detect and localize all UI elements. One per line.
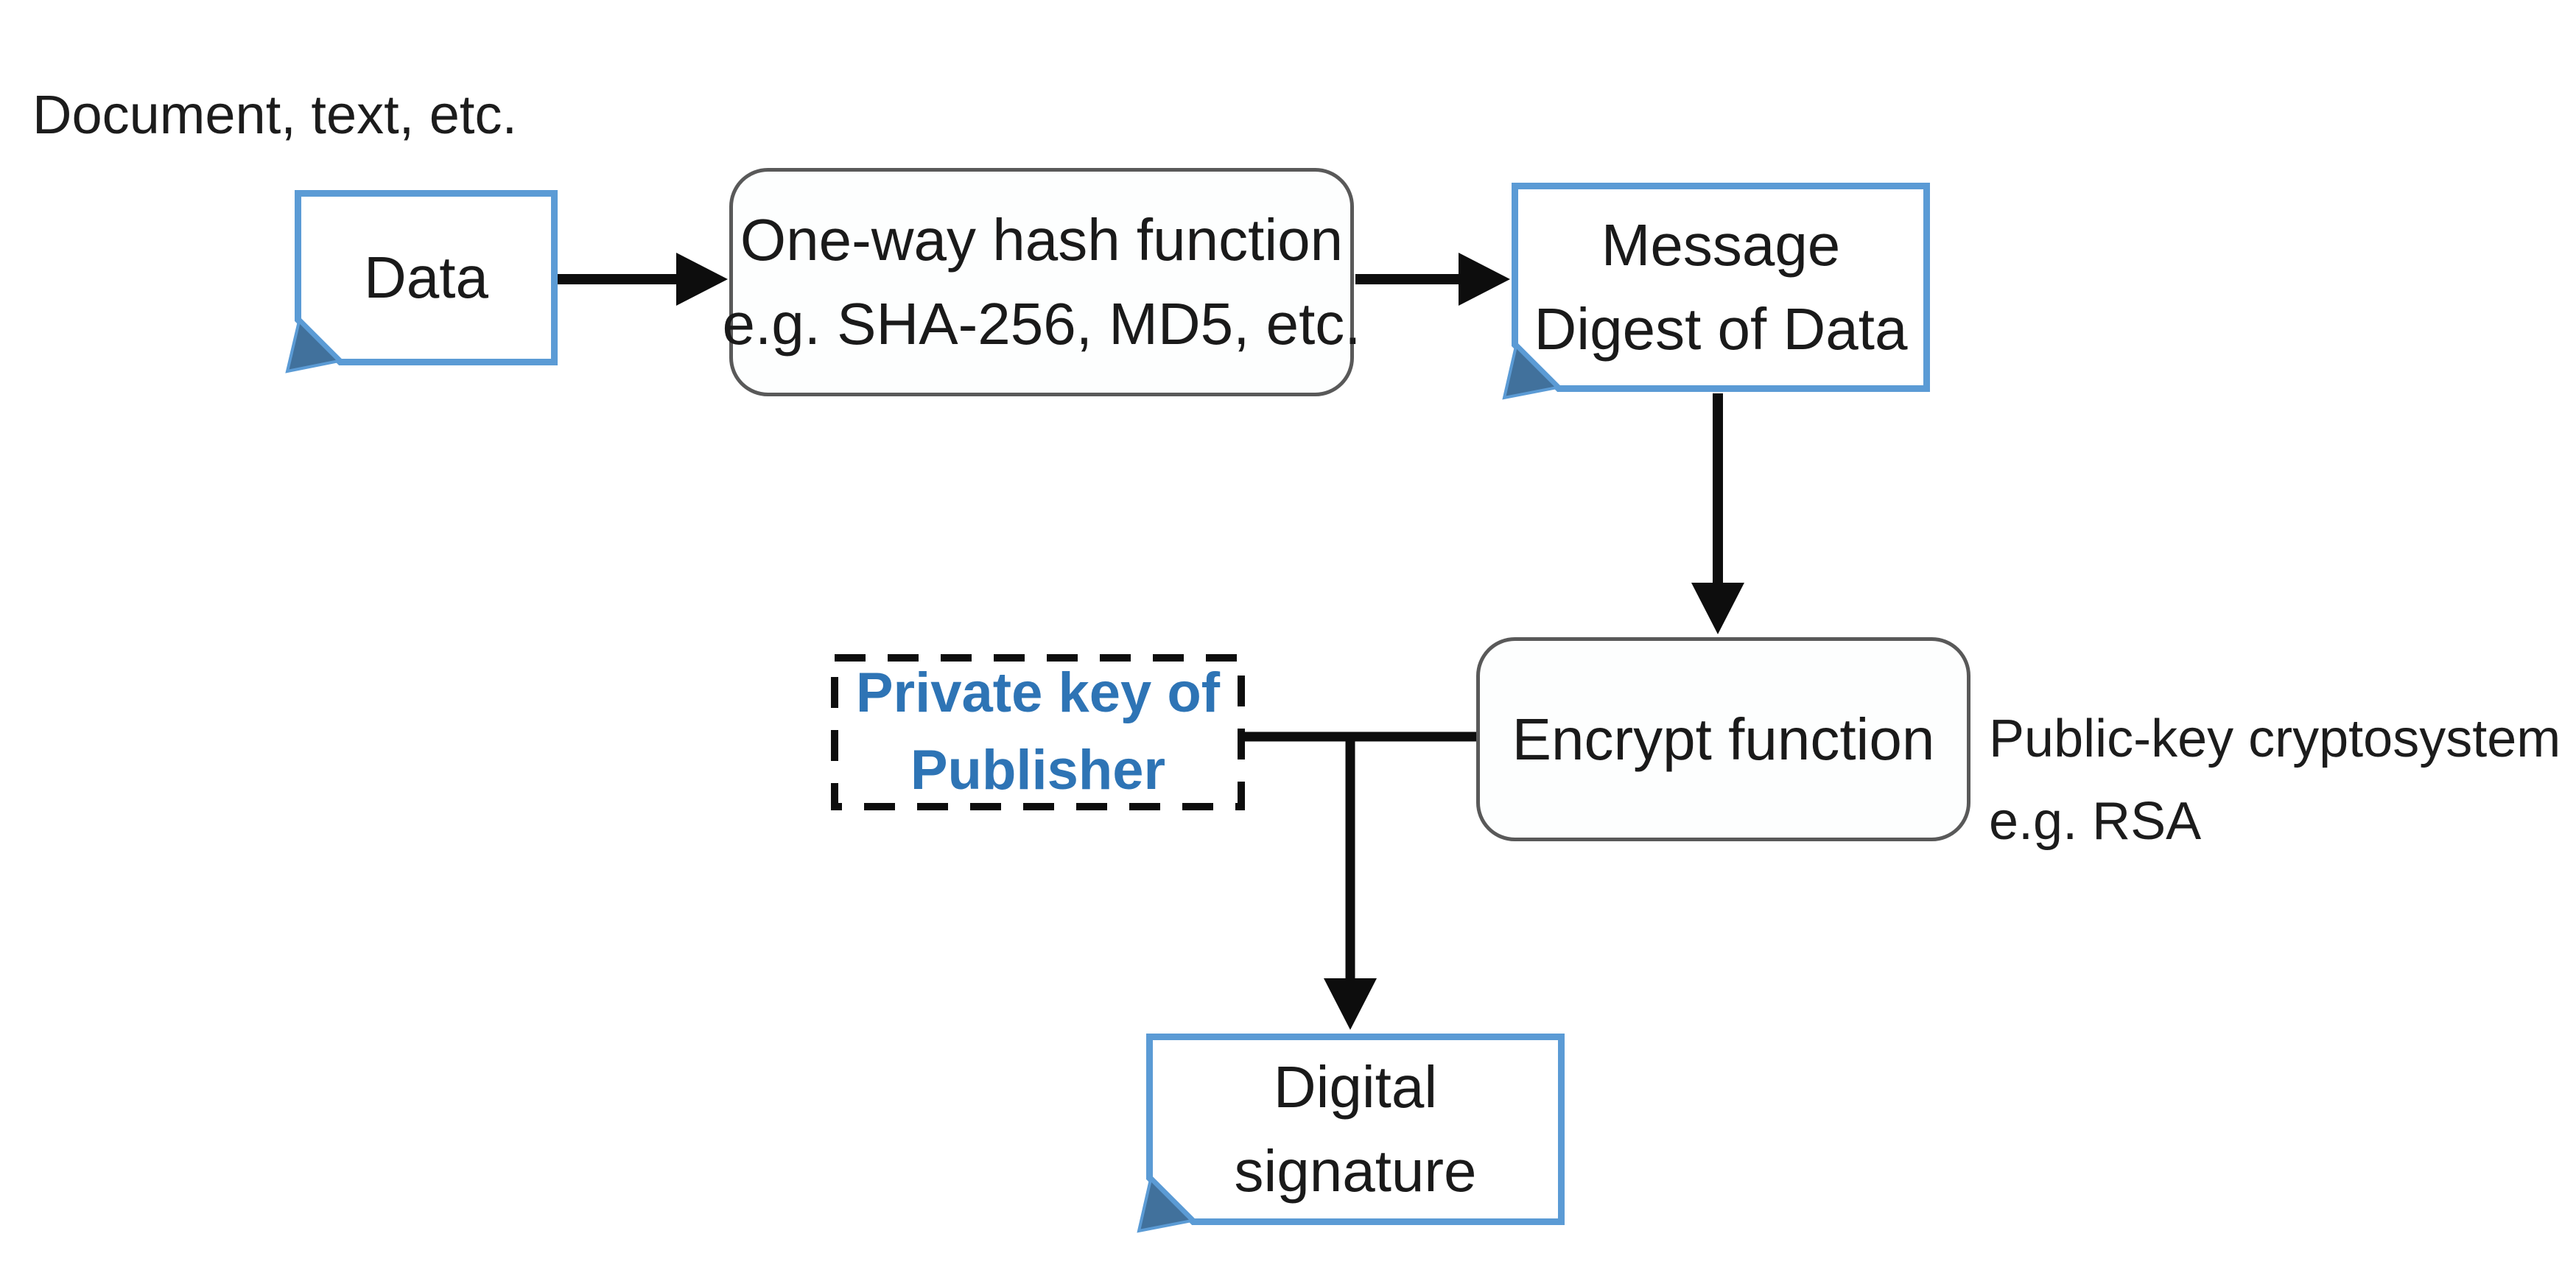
data-node: Data: [285, 190, 558, 373]
document-shape-outline: [1502, 183, 1930, 400]
digital-signature-node: Digital signature: [1137, 1034, 1565, 1233]
private-key-node: Private key of Publisher: [831, 654, 1245, 810]
document-shape-outline: [285, 190, 558, 373]
private-key-label: Private key of Publisher: [855, 662, 1221, 801]
message-digest-node: Message Digest of Data: [1502, 183, 1930, 400]
folded-corner-icon: [1502, 343, 1561, 400]
arrow-data-to-hash: [558, 253, 728, 306]
arrow-junction-to-signature: [1324, 737, 1377, 1030]
arrow-digest-to-encrypt: [1691, 393, 1744, 634]
folded-corner-icon: [285, 318, 343, 373]
hash-function-label: One-way hash function e.g. SHA-256, MD5,…: [722, 207, 1361, 357]
cryptosystem-caption: Public-key cryptosystem e.g. RSA: [1989, 698, 2561, 863]
process-shape-outline: [729, 168, 1354, 396]
document-shape-outline: [1137, 1034, 1565, 1233]
process-shape-outline: [1476, 637, 1970, 841]
encrypt-function-node: Encrypt function: [1476, 637, 1970, 841]
arrow-hash-to-digest: [1355, 253, 1510, 306]
encrypt-function-label: Encrypt function: [1512, 706, 1935, 772]
message-digest-label: Message Digest of Data: [1534, 212, 1908, 362]
folded-corner-icon: [1137, 1176, 1196, 1233]
cryptosystem-caption-line2: e.g. RSA: [1989, 791, 2202, 851]
dashed-shape-outline: [831, 654, 1245, 810]
digital-signature-label: Digital signature: [1234, 1054, 1477, 1204]
data-node-label: Data: [364, 245, 488, 311]
hash-function-node: One-way hash function e.g. SHA-256, MD5,…: [722, 168, 1361, 396]
cryptosystem-caption-line1: Public-key cryptosystem: [1989, 709, 2561, 768]
document-text-caption: Document, text, etc.: [32, 84, 518, 145]
